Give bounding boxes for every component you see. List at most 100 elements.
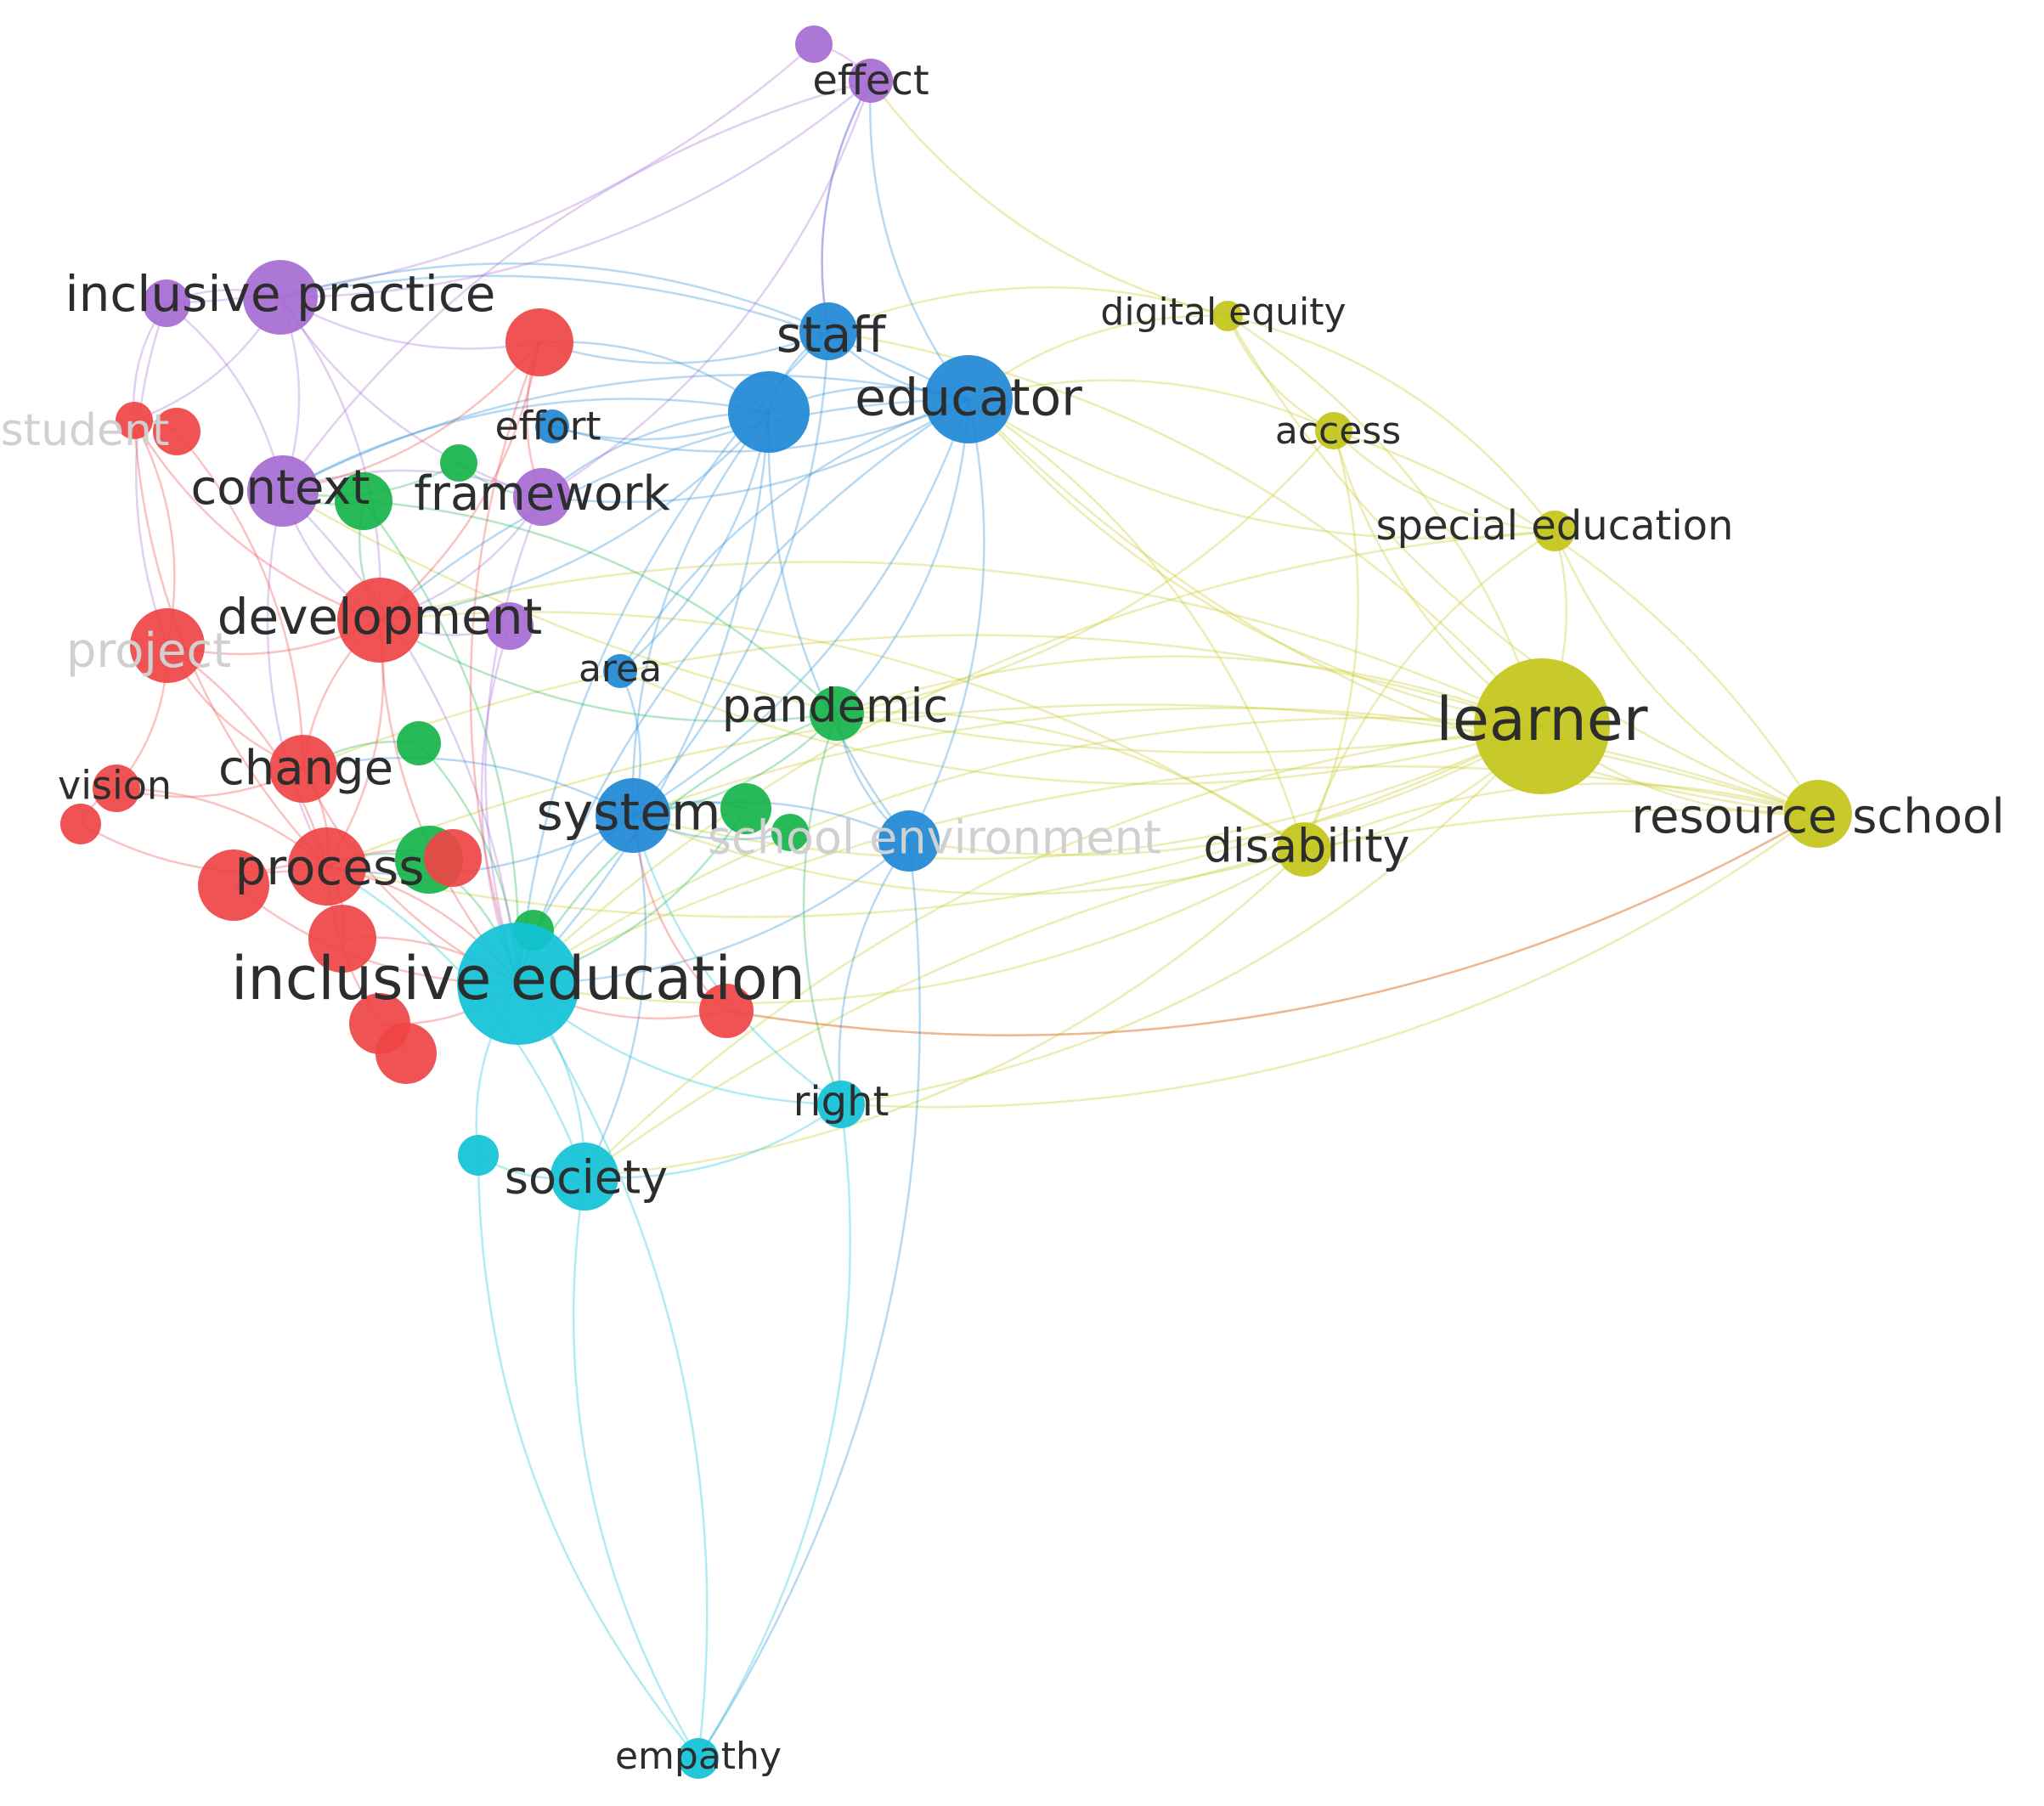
edge-resource-school-inclusive-education — [517, 765, 1819, 985]
node-effect-top[interactable] — [795, 25, 833, 63]
edge-educator-system — [632, 398, 970, 817]
node-red-student-b[interactable] — [153, 408, 200, 455]
node-effort[interactable] — [535, 409, 569, 443]
node-educator[interactable] — [924, 355, 1013, 443]
label-special-education: special education — [1376, 502, 1734, 550]
edge-learner-staff — [827, 330, 1543, 727]
node-system[interactable] — [596, 778, 670, 853]
node-change[interactable] — [269, 735, 337, 803]
node-red-low-a[interactable] — [308, 905, 376, 973]
edge-staff-red-top — [539, 330, 829, 364]
label-right: right — [793, 1078, 889, 1126]
edge-special-education-digital-equity — [1227, 314, 1556, 532]
label-resource-school: resource school — [1631, 789, 2005, 844]
edge-learner-area — [619, 669, 1543, 786]
edge-school-environment-right — [838, 840, 911, 1105]
edge-resource-school-access — [1333, 429, 1820, 815]
node-green-system-b[interactable] — [771, 814, 809, 851]
label-educator: educator — [855, 369, 1082, 428]
node-society[interactable] — [551, 1143, 618, 1211]
edge-pandemic-framework-green — [363, 499, 838, 714]
edge-learner-right — [840, 725, 1543, 1106]
edge-digital-equity-staff — [827, 285, 1228, 333]
label-society: society — [505, 1151, 668, 1205]
edge-effect-inclusive-practice — [279, 80, 872, 299]
edge-special-education-access — [1333, 430, 1556, 533]
node-special-education[interactable] — [1534, 511, 1575, 551]
node-learner[interactable] — [1474, 658, 1610, 794]
node-cyan-small[interactable] — [458, 1135, 499, 1176]
node-red-top[interactable] — [505, 308, 573, 376]
label-effort: effort — [494, 404, 601, 449]
node-framework[interactable] — [513, 468, 571, 526]
label-inclusive-practice: inclusive practice — [65, 265, 496, 323]
edge-system-process — [326, 814, 634, 876]
edge-inclusive-education-empathy — [517, 983, 709, 1759]
edge-system-change — [302, 756, 634, 817]
node-area[interactable] — [603, 654, 637, 688]
edge-development-student — [133, 420, 381, 622]
node-pandemic[interactable] — [810, 686, 864, 741]
edge-educator-development — [379, 398, 969, 621]
edge-development-red-top — [379, 341, 541, 621]
node-digital-equity[interactable] — [1212, 301, 1243, 331]
node-framework-green[interactable] — [335, 472, 392, 530]
node-purple-left[interactable] — [143, 279, 190, 327]
node-purple-dev[interactable] — [486, 602, 534, 650]
edge-resource-school-educator — [968, 398, 1819, 816]
node-empathy[interactable] — [678, 1738, 719, 1779]
label-process: process — [235, 838, 425, 896]
label-effect: effect — [812, 57, 929, 104]
edge-disability-special-education — [1302, 529, 1556, 850]
node-development[interactable] — [337, 578, 422, 663]
edge-disability-system — [632, 814, 1305, 895]
label-change: change — [218, 741, 393, 796]
edge-context-inclusive-education — [282, 490, 520, 985]
edge-effect-context — [281, 79, 872, 492]
label-pandemic: pandemic — [722, 680, 948, 733]
node-effect[interactable] — [849, 59, 893, 103]
node-context[interactable] — [247, 455, 319, 527]
node-red-process-a[interactable] — [198, 849, 269, 921]
edge-staff-system — [632, 330, 830, 816]
edge-learner-inclusive-education — [517, 716, 1543, 985]
edge-educator-school-environment — [907, 398, 985, 842]
node-student[interactable] — [116, 402, 153, 439]
edge-resource-school-special-education — [1553, 530, 1819, 816]
label-project: project — [66, 624, 231, 679]
edge-blue-hub-system — [631, 411, 770, 816]
node-inclusive-practice[interactable] — [243, 260, 318, 335]
node-layer — [60, 25, 1852, 1779]
edge-staff-effect — [821, 80, 872, 332]
node-staff[interactable] — [799, 302, 857, 360]
node-red-right[interactable] — [699, 984, 754, 1038]
node-inclusive-education[interactable] — [457, 923, 579, 1045]
edge-learner-school-environment — [908, 725, 1543, 856]
node-right[interactable] — [817, 1081, 865, 1128]
node-process[interactable] — [288, 827, 366, 906]
edge-layer — [79, 42, 1820, 1759]
node-disability[interactable] — [1277, 822, 1331, 877]
edge-pandemic-right — [802, 713, 843, 1105]
edge-disability-access — [1302, 430, 1359, 850]
edge-learner-society — [584, 725, 1543, 1177]
edge-disability-educator — [968, 398, 1306, 850]
edge-educator-framework — [541, 398, 969, 504]
edge-context-process — [266, 490, 329, 867]
node-access[interactable] — [1315, 412, 1352, 449]
edge-purple-left-project — [135, 302, 169, 646]
label-development: development — [217, 588, 543, 646]
node-vision[interactable] — [93, 765, 140, 812]
node-blue-hub[interactable] — [728, 371, 810, 453]
edge-staff-inclusive-practice — [279, 262, 829, 333]
node-green-small[interactable] — [440, 444, 477, 482]
node-red-low-c[interactable] — [375, 1023, 437, 1084]
node-red-process-b[interactable] — [424, 829, 482, 887]
node-red-vision-b[interactable] — [60, 804, 101, 844]
edge-system-society — [583, 815, 647, 1177]
node-resource-school[interactable] — [1784, 780, 1852, 848]
node-project[interactable] — [130, 608, 205, 683]
node-school-environment[interactable] — [878, 810, 940, 872]
node-green-system-a[interactable] — [720, 783, 771, 834]
node-green-mid[interactable] — [397, 721, 441, 765]
